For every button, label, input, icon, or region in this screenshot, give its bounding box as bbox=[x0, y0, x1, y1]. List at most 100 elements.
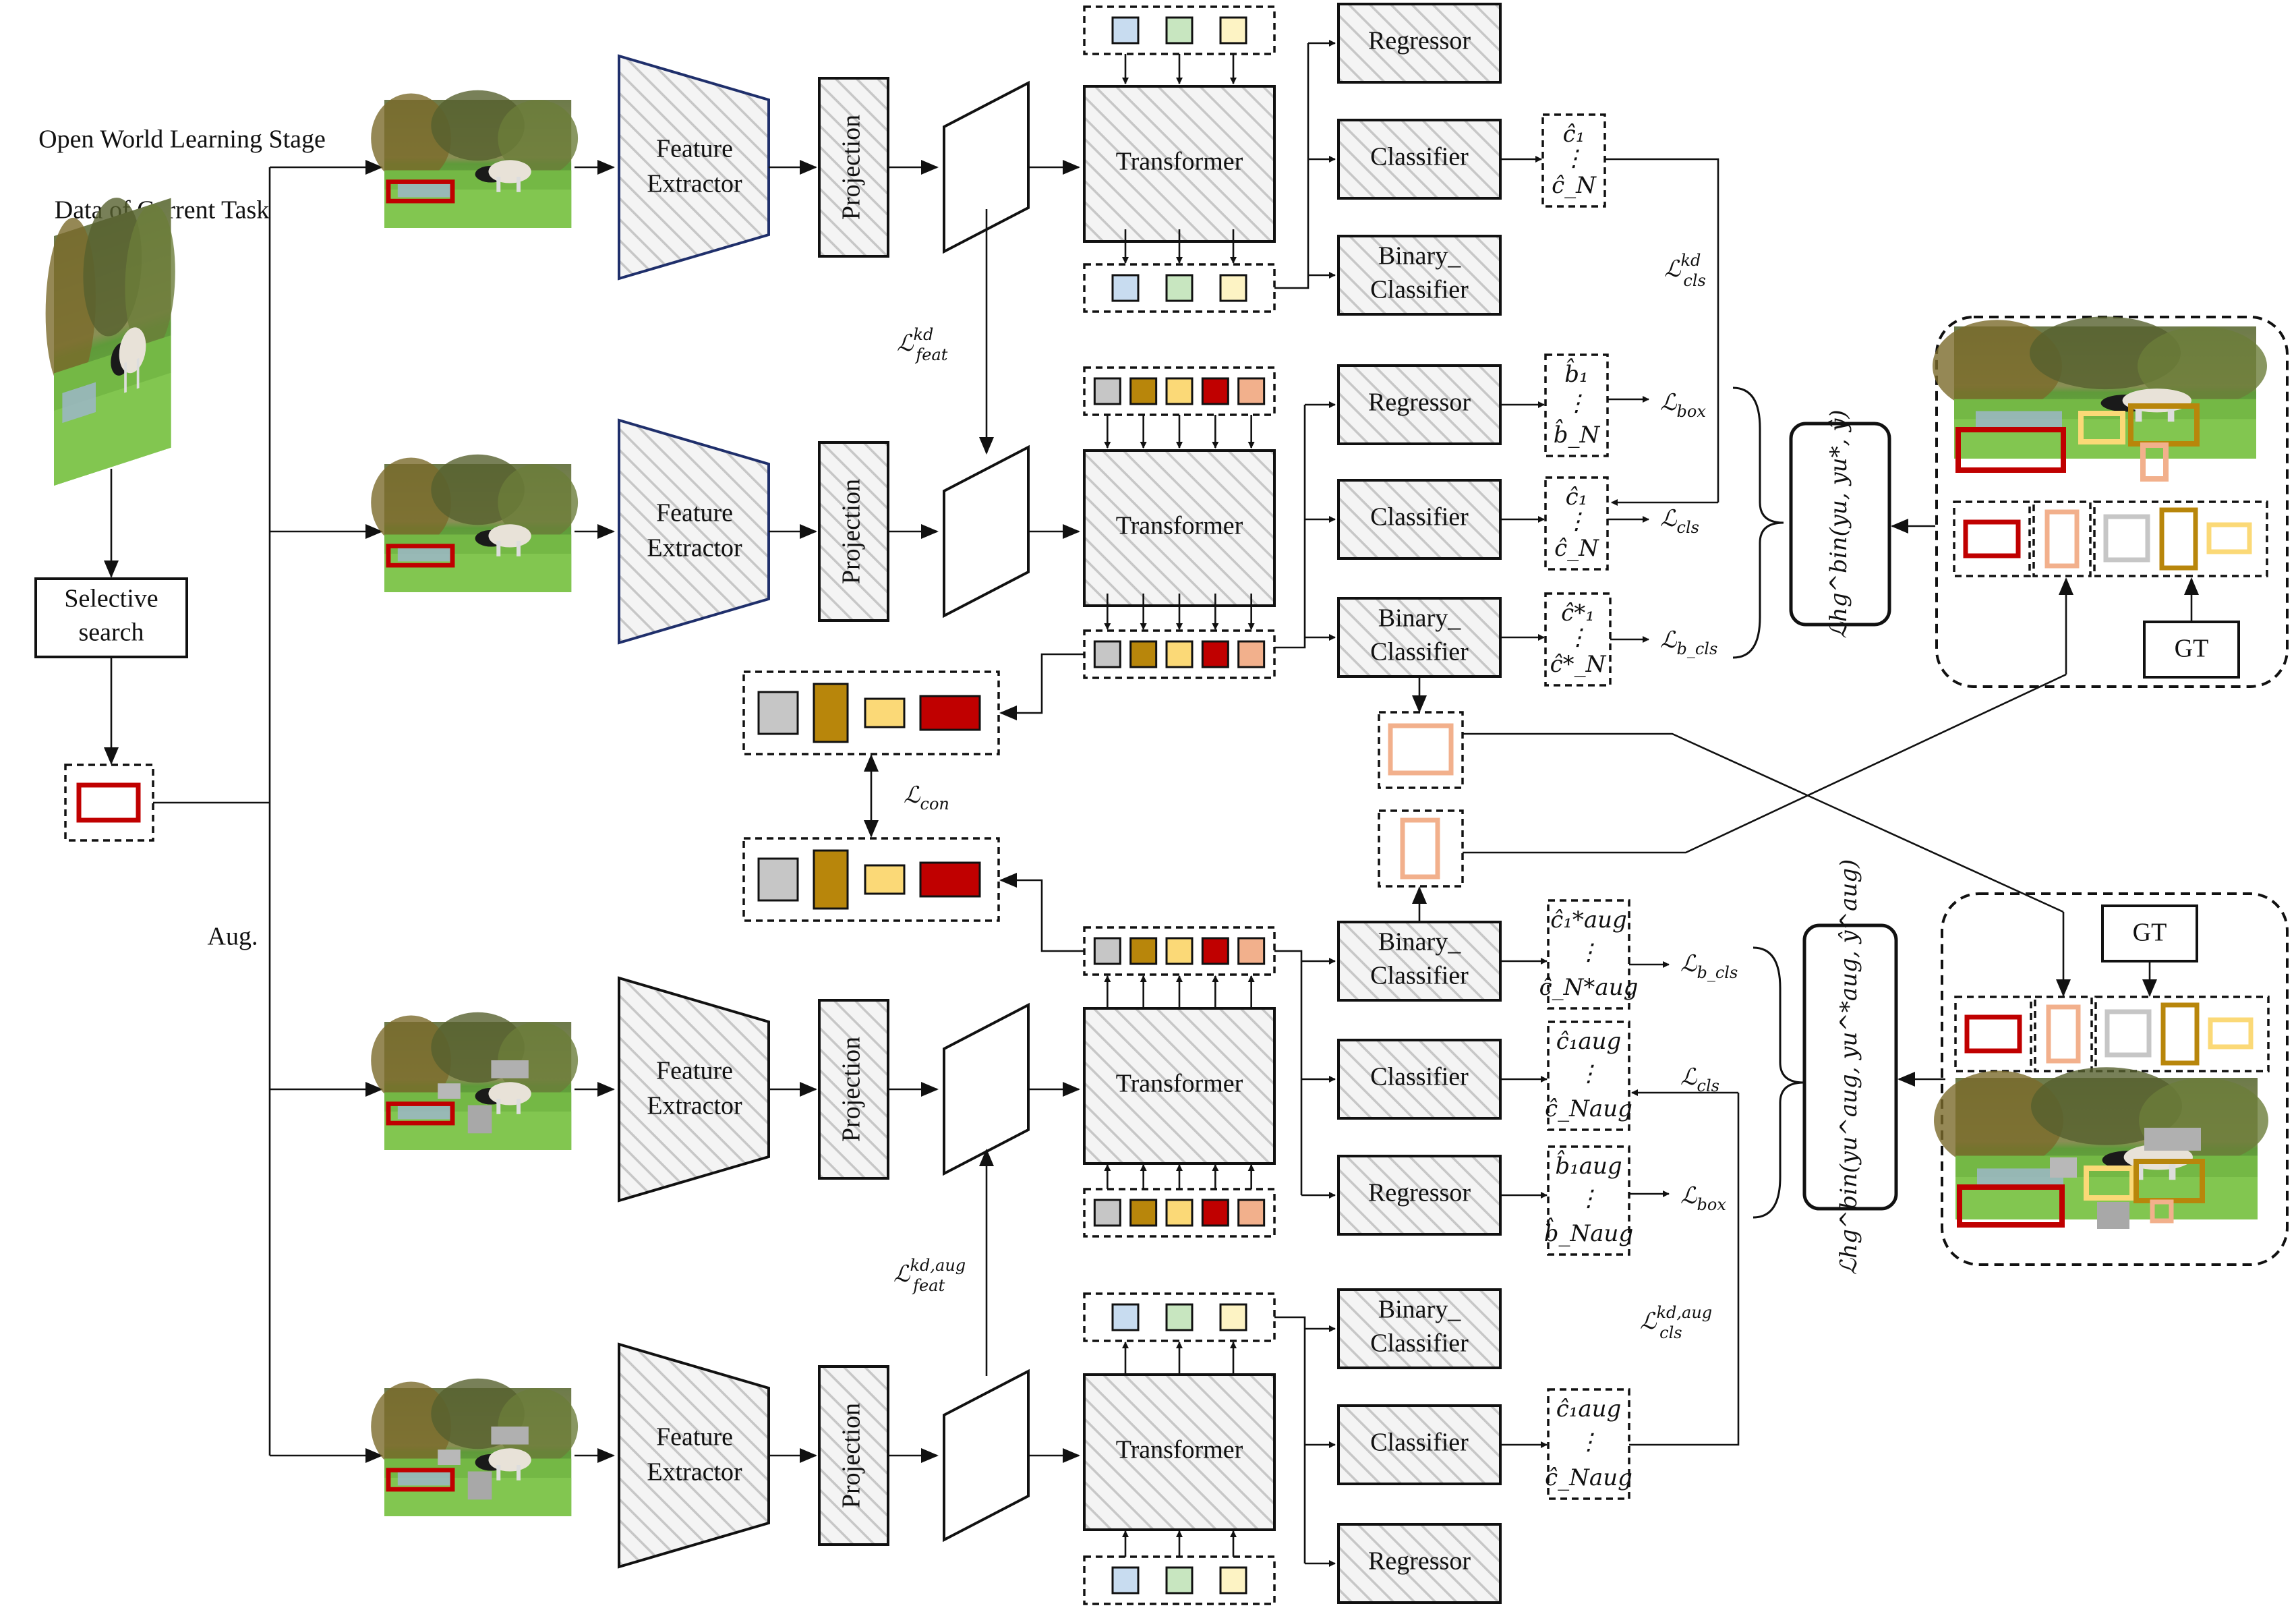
row4-classifier-label: Classifier bbox=[1370, 1429, 1469, 1457]
gt-bottom-set-red bbox=[1964, 1014, 2022, 1054]
row3-bcls-out-bottom: ĉ_N*aug bbox=[1539, 974, 1639, 1001]
row4-projection bbox=[818, 1365, 889, 1546]
row3-bcls-out bbox=[1547, 899, 1630, 1010]
arrow-to-embed-top bbox=[999, 653, 1084, 720]
row2-bcls-out-bottom: ĉ*_N bbox=[1550, 651, 1607, 678]
row1-image-red-box bbox=[386, 179, 455, 204]
row3-query-in-query-3 bbox=[1165, 1199, 1194, 1227]
row1-cls-out-top: ĉ₁ bbox=[1563, 121, 1585, 148]
embed-bottom-red bbox=[919, 861, 981, 898]
gt-bottom-mask-2 bbox=[2050, 1157, 2077, 1178]
row3-projection bbox=[818, 999, 889, 1180]
gt-bottom-yellow bbox=[2084, 1166, 2135, 1201]
row4-transformer bbox=[1083, 1373, 1276, 1531]
row1-projection-label: Projection bbox=[837, 115, 866, 220]
row3-query-in-query-2 bbox=[1129, 1199, 1158, 1227]
row1-transformer-label: Transformer bbox=[1116, 148, 1243, 176]
gt-bottom-red bbox=[1957, 1184, 2065, 1228]
gt-top-box bbox=[2143, 621, 2240, 679]
row1-projection bbox=[818, 77, 889, 258]
gt-bottom-mask-1 bbox=[2144, 1128, 2201, 1151]
row4-query-out-query-3 bbox=[1219, 1303, 1247, 1331]
row1-binary-classifier-label-line-1: Binary_ bbox=[1378, 242, 1461, 270]
row3-classifier-label: Classifier bbox=[1370, 1063, 1469, 1091]
gt-panel-top-image bbox=[1933, 316, 2267, 459]
row4-query-out-query-2 bbox=[1165, 1303, 1194, 1331]
row3-transformer-label: Transformer bbox=[1116, 1070, 1243, 1098]
row2-query-out-query-3 bbox=[1165, 640, 1194, 668]
row2-wire-heads bbox=[1274, 405, 1306, 649]
row2-image-img bbox=[371, 454, 579, 592]
row4-query-in-query-2 bbox=[1165, 1566, 1194, 1594]
row3-regressor-label: Regressor bbox=[1368, 1179, 1471, 1207]
row1-cls-out bbox=[1541, 113, 1606, 208]
row4-cls-out-bottom: ĉ_Naug bbox=[1545, 1464, 1632, 1491]
row2-feature-extractor bbox=[618, 418, 770, 645]
row2-cls-out-top: ĉ₁ bbox=[1566, 484, 1588, 511]
loss-box-row3: ℒbox bbox=[1680, 1182, 1726, 1214]
gt-top-yellow bbox=[2078, 411, 2125, 444]
row4-image-mask-3 bbox=[467, 1471, 492, 1500]
selective-search-label-line-2: search bbox=[78, 619, 144, 647]
gt-bottom-label: GT bbox=[2133, 919, 2167, 947]
row4-feature-extractor-label-line-2: Extractor bbox=[647, 1458, 742, 1487]
row4-image-mask-1 bbox=[491, 1427, 529, 1445]
row2-cls-out bbox=[1544, 476, 1609, 571]
row2-query-out-query-1 bbox=[1093, 640, 1121, 668]
gt-bottom-set-salmon bbox=[2046, 1004, 2081, 1064]
row2-feature-map bbox=[943, 444, 1030, 619]
row2-feature-extractor-label-line-1: Feature bbox=[656, 499, 733, 527]
row3-box-out bbox=[1547, 1145, 1630, 1256]
selective-search-label-line-1: Selective bbox=[64, 585, 158, 613]
row2-query-in-query-3 bbox=[1165, 377, 1194, 405]
row2-query-out-query-2 bbox=[1129, 640, 1158, 668]
row3-image-mask-3 bbox=[467, 1105, 492, 1134]
row3-image-mask-2 bbox=[438, 1083, 461, 1099]
row2-query-in-query-5 bbox=[1237, 377, 1266, 405]
gt-top-label: GT bbox=[2175, 635, 2209, 663]
aug-label: Aug. bbox=[208, 923, 258, 951]
embed-top-gray bbox=[757, 691, 799, 735]
row3-transformer bbox=[1083, 1007, 1276, 1165]
row3-cls-out-dots: ⋮ bbox=[1577, 1060, 1600, 1087]
row2-regressor bbox=[1337, 364, 1502, 445]
brace-row3 bbox=[1753, 946, 1804, 1219]
row2-projection bbox=[818, 441, 889, 622]
gt-top-red bbox=[1955, 427, 2066, 473]
gt-top-set-yellow bbox=[2206, 522, 2252, 554]
row3-box-out-bottom: b̂_Naug bbox=[1544, 1218, 1633, 1247]
row4-query-out bbox=[1083, 1292, 1276, 1342]
row1-transformer bbox=[1083, 85, 1276, 243]
row3-image bbox=[371, 1012, 579, 1150]
row3-query-in-query-4 bbox=[1201, 1199, 1229, 1227]
input-scene bbox=[45, 177, 175, 489]
row4-binary-classifier bbox=[1337, 1288, 1502, 1369]
row2-box-out-top: b̂₁ bbox=[1564, 359, 1588, 388]
loss-hg-aug-label: ℒhg^bin(yu^aug, yu^*aug, ŷ^aug) bbox=[1835, 859, 1862, 1275]
row3-feature-extractor-label-line-2: Extractor bbox=[647, 1092, 742, 1120]
row2-bcls-out-top: ĉ*₁ bbox=[1561, 600, 1595, 627]
gt-bottom-set-gold bbox=[2160, 1002, 2200, 1066]
row1-regressor-label: Regressor bbox=[1368, 27, 1471, 55]
row2-cls-out-bottom: ĉ_N bbox=[1554, 535, 1599, 562]
gt-bottom-set-b bbox=[2034, 996, 2093, 1072]
row2-binary-classifier-label-line-2: Classifier bbox=[1370, 638, 1469, 666]
loss-box-row2: ℒbox bbox=[1660, 389, 1706, 421]
row1-query-in-query-2 bbox=[1165, 16, 1194, 45]
row3-query-out-query-5 bbox=[1237, 937, 1266, 965]
row1-feature-extractor-label-line-1: Feature bbox=[656, 135, 733, 163]
row1-wire-heads bbox=[1274, 43, 1309, 289]
row3-image-mask-1 bbox=[491, 1060, 529, 1079]
row3-wire-heads bbox=[1274, 950, 1303, 1195]
gt-top-set-a bbox=[1953, 500, 2031, 577]
row1-feature-extractor-label-line-2: Extractor bbox=[647, 170, 742, 198]
row3-binary-classifier-label-line-2: Classifier bbox=[1370, 962, 1469, 990]
gt-top-set-b bbox=[2032, 500, 2092, 577]
row4-transformer-label: Transformer bbox=[1116, 1436, 1243, 1464]
row1-classifier-label: Classifier bbox=[1370, 143, 1469, 171]
